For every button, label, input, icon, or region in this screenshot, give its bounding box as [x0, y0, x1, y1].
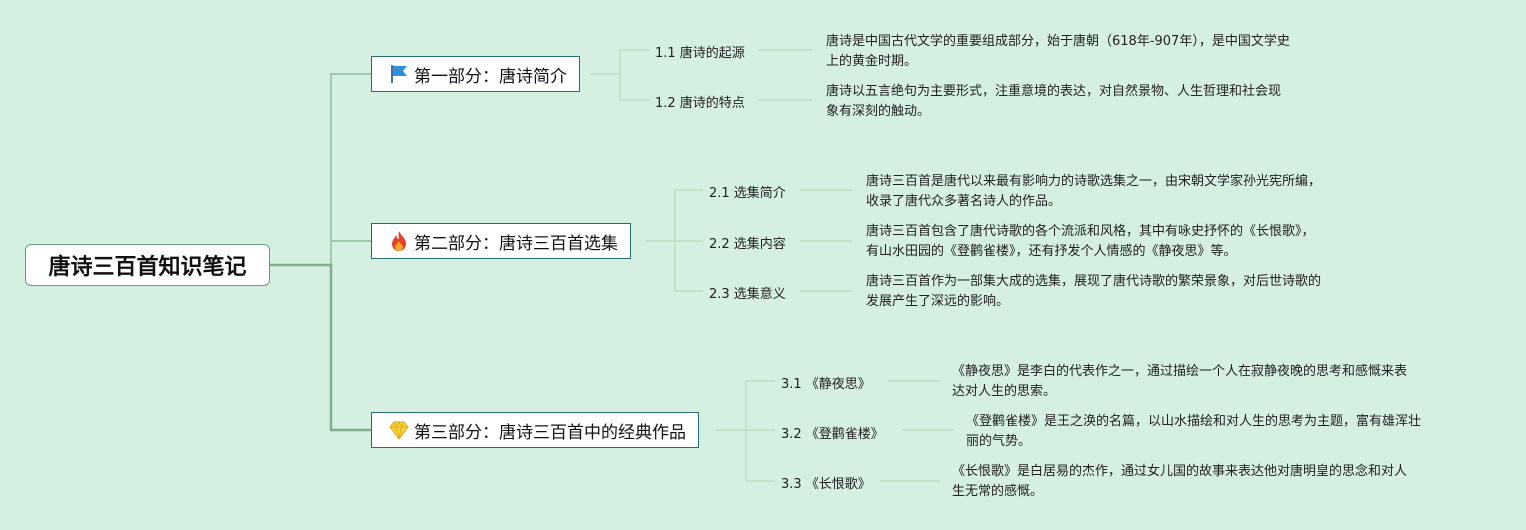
section-1-label: 第一部分：唐诗简介	[414, 66, 567, 87]
item-3-3-label[interactable]: 3.3 《长恨歌》	[781, 477, 871, 492]
section-1-node[interactable]: 第一部分：唐诗简介	[371, 56, 580, 92]
item-2-1-label[interactable]: 2.1 选集简介	[709, 186, 786, 201]
item-1-2-label[interactable]: 1.2 唐诗的特点	[655, 96, 745, 111]
section-2-label: 第二部分：唐诗三百首选集	[414, 233, 618, 254]
item-3-2-label[interactable]: 3.2 《登鹳雀楼》	[781, 427, 884, 442]
desc-line: 《长恨歌》是白居易的杰作，通过女儿国的故事来表达他对唐明皇的思念和对人	[952, 464, 1408, 479]
section-3-node[interactable]: 第三部分：唐诗三百首中的经典作品	[371, 412, 699, 448]
root-title: 唐诗三百首知识笔记	[48, 255, 247, 280]
section-2-node[interactable]: 第二部分：唐诗三百首选集	[371, 223, 631, 259]
desc-line: 发展产生了深远的影响。	[866, 294, 1010, 309]
desc-line: 有山水田园的《登鹳雀楼》，还有抒发个人情感的《静夜思》等。	[866, 244, 1237, 259]
item-1-2-description: 唐诗以五言绝句为主要形式，注重意境的表达，对自然景物、人生哲理和社会现 象有深刻…	[826, 82, 1281, 122]
desc-line: 唐诗三百首是唐代以来最有影响力的诗歌选集之一，由宋朝文学家孙光宪所编，	[866, 174, 1322, 189]
blue-flag-icon	[388, 63, 410, 85]
item-1-1-description: 唐诗是中国古代文学的重要组成部分，始于唐朝（618年-907年），是中国文学史 …	[826, 32, 1290, 72]
section-3-label: 第三部分：唐诗三百首中的经典作品	[414, 422, 686, 443]
item-3-2-description: 《登鹳雀楼》是王之涣的名篇，以山水描绘和对人生的思考为主题，富有雄浑壮 丽的气势…	[966, 412, 1421, 452]
fire-icon	[388, 230, 410, 252]
desc-line: 上的黄金时期。	[826, 54, 918, 69]
root-node[interactable]: 唐诗三百首知识笔记	[25, 244, 270, 286]
desc-line: 丽的气势。	[966, 434, 1032, 449]
desc-line: 《静夜思》是李白的代表作之一，通过描绘一个人在寂静夜晚的思考和感慨来表	[952, 364, 1408, 379]
desc-line: 收录了唐代众多著名诗人的作品。	[866, 194, 1062, 209]
item-3-3-description: 《长恨歌》是白居易的杰作，通过女儿国的故事来表达他对唐明皇的思念和对人 生无常的…	[952, 462, 1407, 502]
desc-line: 唐诗是中国古代文学的重要组成部分，始于唐朝（618年-907年），是中国文学史	[826, 34, 1290, 49]
desc-line: 《登鹳雀楼》是王之涣的名篇，以山水描绘和对人生的思考为主题，富有雄浑壮	[966, 414, 1422, 429]
item-2-2-label[interactable]: 2.2 选集内容	[709, 237, 786, 252]
item-2-3-label[interactable]: 2.3 选集意义	[709, 287, 786, 302]
item-1-1-label[interactable]: 1.1 唐诗的起源	[655, 46, 745, 61]
item-2-2-description: 唐诗三百首包含了唐代诗歌的各个流派和风格，其中有咏史抒怀的《长恨歌》， 有山水田…	[866, 222, 1315, 262]
item-2-1-description: 唐诗三百首是唐代以来最有影响力的诗歌选集之一，由宋朝文学家孙光宪所编， 收录了唐…	[866, 172, 1321, 212]
desc-line: 唐诗以五言绝句为主要形式，注重意境的表达，对自然景物、人生哲理和社会现	[826, 84, 1282, 99]
desc-line: 达对人生的思索。	[952, 384, 1057, 399]
item-3-1-label[interactable]: 3.1 《静夜思》	[781, 377, 871, 392]
desc-line: 象有深刻的触动。	[826, 104, 931, 119]
diamond-gem-icon	[388, 419, 410, 441]
desc-line: 唐诗三百首包含了唐代诗歌的各个流派和风格，其中有咏史抒怀的《长恨歌》，	[866, 224, 1315, 239]
desc-line: 生无常的感慨。	[952, 484, 1044, 499]
item-3-1-description: 《静夜思》是李白的代表作之一，通过描绘一个人在寂静夜晚的思考和感慨来表 达对人生…	[952, 362, 1407, 402]
desc-line: 唐诗三百首作为一部集大成的选集，展现了唐代诗歌的繁荣景象，对后世诗歌的	[866, 274, 1322, 289]
item-2-3-description: 唐诗三百首作为一部集大成的选集，展现了唐代诗歌的繁荣景象，对后世诗歌的 发展产生…	[866, 272, 1321, 312]
